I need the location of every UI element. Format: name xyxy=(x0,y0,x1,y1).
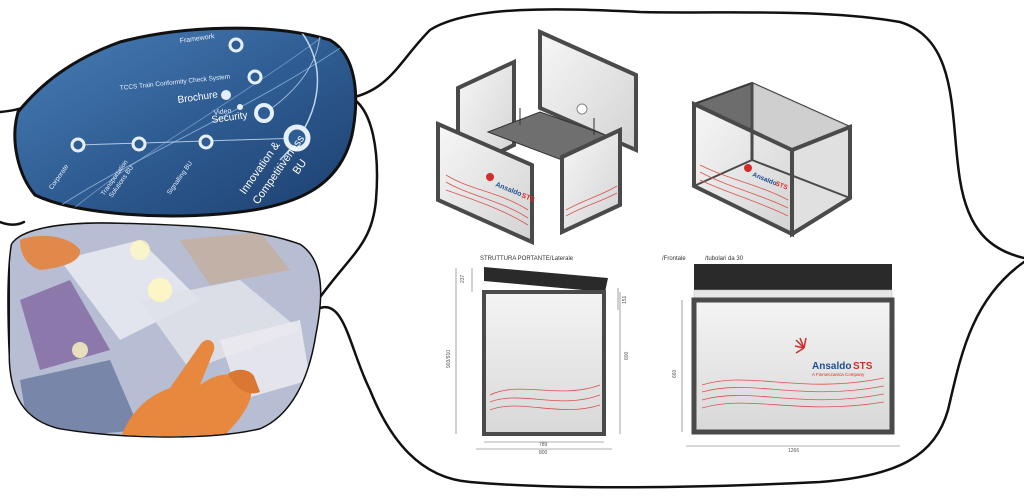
front-view-drawing: /Frontale /tubolari da 30 Ansaldo STS A … xyxy=(662,256,900,454)
front-view-note: /tubolari da 30 xyxy=(705,256,744,262)
front-view-title: /Frontale xyxy=(662,256,686,262)
node-framework xyxy=(228,37,244,53)
dim-right-offset: 151 xyxy=(622,295,628,304)
node-innovation xyxy=(283,124,311,152)
node-video xyxy=(237,104,243,110)
dim-top-offset: 237 xyxy=(460,274,466,283)
dim-front-width: 1266 xyxy=(788,448,799,454)
exploded-logo-name-2: STS xyxy=(520,192,536,204)
node-signalling xyxy=(198,134,214,150)
node-transportation xyxy=(131,136,147,152)
front-logo-name-2: STS xyxy=(853,361,873,372)
dim-front-height: 660 xyxy=(672,369,678,378)
dim-frame-height: 800 xyxy=(624,351,630,360)
label-security: Security xyxy=(211,110,248,126)
exploded-3d-view: Ansaldo STS xyxy=(436,28,638,246)
screen-panel: Framework TCCS Train Conformity Check Sy… xyxy=(13,26,358,218)
label-framework: Framework xyxy=(179,33,215,45)
front-logo-tagline: A Finmeccanica Company xyxy=(812,372,865,377)
touch-table-photo xyxy=(7,222,322,438)
dim-inner-width: 789 xyxy=(539,442,548,448)
assembled-3d-view: Ansaldo STS xyxy=(691,81,853,238)
side-view-title: STRUTTURA PORTANTE/Laterale xyxy=(480,256,574,262)
node-tccs xyxy=(247,69,263,85)
node-brochure xyxy=(221,90,231,100)
dim-outer-width: 800 xyxy=(539,450,548,456)
ansaldo-sts-logo: Ansaldo STS A Finmeccanica Company xyxy=(794,337,873,377)
label-video: Video xyxy=(213,108,232,117)
side-view-drawing: STRUTTURA PORTANTE/Laterale 237 151 903/… xyxy=(446,256,630,456)
dim-total-height: 903/910 xyxy=(446,350,452,368)
node-corporate xyxy=(70,137,86,153)
assembled-logo-name-2: STS xyxy=(774,180,789,191)
node-security xyxy=(254,103,274,123)
front-logo-name-1: Ansaldo xyxy=(812,361,851,372)
